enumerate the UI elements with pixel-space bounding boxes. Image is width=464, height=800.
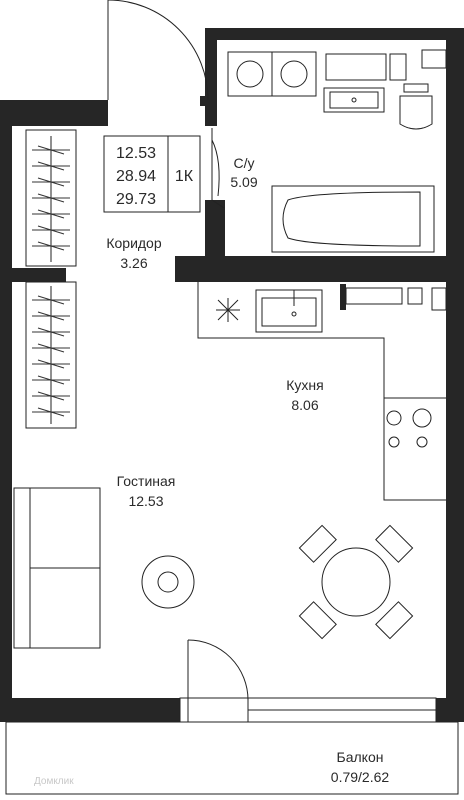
- washing-machines: [227, 51, 317, 97]
- balcony: [5, 697, 459, 795]
- sofa: [13, 487, 101, 649]
- wardrobe-upper: [25, 129, 77, 267]
- kitchen-counter: [197, 282, 446, 501]
- entrance-door: [107, 0, 209, 101]
- kitchen-sink: [255, 289, 323, 333]
- corridor-area: 3.26: [120, 255, 147, 271]
- balcony-area: 0.79/2.62: [331, 769, 390, 785]
- toilet: [399, 83, 433, 130]
- kitchen-window-shelves: [345, 287, 447, 311]
- total-area-value: 28.94: [116, 168, 156, 185]
- dining-table: [298, 524, 414, 640]
- kitchen-area: 8.06: [291, 397, 318, 413]
- kitchen-name: Кухня: [286, 377, 323, 393]
- bathroom-shelf: [325, 49, 447, 81]
- bathtub: [271, 185, 435, 253]
- bathroom-area: 5.09: [230, 174, 257, 190]
- watermark: Домклик: [34, 776, 74, 787]
- rug: [141, 555, 195, 609]
- living-area-value: 12.53: [116, 145, 156, 162]
- hood-icon: [216, 298, 240, 322]
- stove: [386, 408, 432, 448]
- wardrobe-lower: [25, 281, 77, 429]
- area-summary-box: 12.53 28.94 29.73 1К: [103, 135, 201, 213]
- balcony-door: [187, 639, 249, 722]
- bathroom-door: [211, 128, 225, 209]
- area-with-balcony-value: 29.73: [116, 191, 156, 208]
- room-type-label: 1К: [175, 168, 194, 185]
- balcony-name: Балкон: [337, 749, 384, 765]
- bathroom-name: С/у: [234, 155, 255, 171]
- walls: [0, 28, 464, 722]
- bathroom-sink: [323, 87, 385, 113]
- corridor-name: Коридор: [106, 235, 162, 251]
- living-room-area: 12.53: [128, 493, 163, 509]
- living-room-name: Гостиная: [117, 473, 176, 489]
